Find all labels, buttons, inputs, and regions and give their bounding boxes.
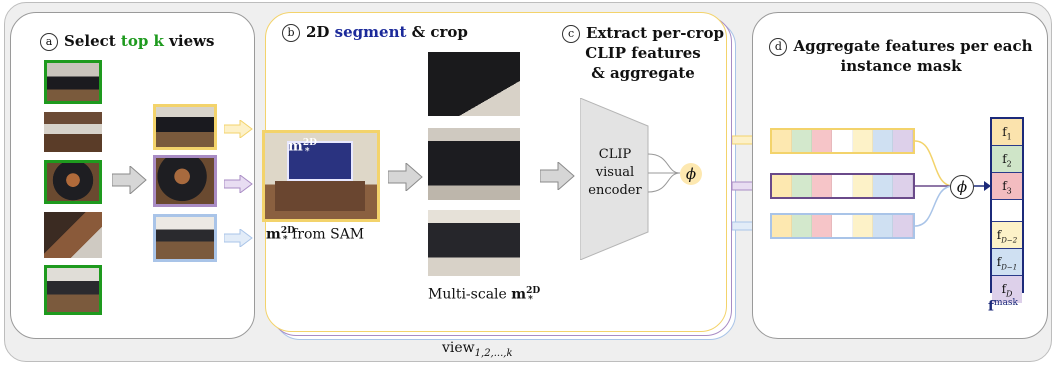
fmask-cell: f2	[992, 146, 1022, 173]
encoder-connector	[648, 153, 681, 193]
selected-view-yellow	[153, 104, 217, 150]
view-thumbnail	[44, 265, 102, 315]
view-label: view1,2,...,k	[442, 340, 513, 359]
panel-b-letter: b	[282, 24, 300, 42]
blue-arrow	[224, 229, 253, 247]
panel-a-letter: a	[40, 33, 58, 51]
crop-scale-3	[428, 210, 520, 276]
feature-vector-purple	[770, 173, 915, 199]
view-thumbnail	[44, 212, 102, 258]
gray-arrow	[388, 163, 423, 191]
multiscale-label: Multi-scale m2D*	[428, 286, 541, 306]
gray-arrow	[112, 166, 147, 194]
feature-vector-blue	[770, 213, 915, 239]
segment-highlight: segment	[334, 23, 407, 41]
crop-scale-2	[428, 128, 520, 200]
fmask-vector: f1 f2 f3 fD−2 fD−1 fD	[990, 117, 1024, 303]
from-sam-label: m2D* from SAM	[266, 226, 365, 246]
selected-view-purple	[153, 155, 217, 207]
fmask-label: fmask	[988, 298, 1019, 315]
fmask-cell: f3	[992, 173, 1022, 200]
gray-arrow	[540, 162, 575, 190]
feature-vector-yellow	[770, 128, 915, 154]
top-k-highlight: top k	[120, 32, 164, 50]
aggregate-connectors	[915, 140, 954, 227]
yellow-arrow	[224, 120, 253, 138]
fmask-cell: f1	[992, 119, 1022, 146]
crop-scale-1	[428, 52, 520, 116]
clip-encoder-shape	[580, 98, 649, 260]
purple-arrow	[224, 175, 253, 193]
panel-d-letter: d	[769, 38, 788, 56]
phi-to-fmask-arrow	[974, 181, 991, 191]
clip-encoder-label: CLIP visual encoder	[588, 147, 642, 198]
selected-view-blue	[153, 214, 217, 262]
view-thumbnail	[44, 112, 102, 152]
fmask-cell: fD−1	[992, 249, 1022, 276]
mask-overlay-label: m2D*	[288, 138, 317, 158]
view-thumbnail	[44, 60, 102, 104]
fmask-cell: fD	[992, 276, 1022, 303]
panel-c-letter: c	[562, 25, 581, 43]
phi-pool-c: ϕ	[680, 163, 702, 185]
fmask-cell: fD−2	[992, 222, 1022, 249]
phi-pool-d: ϕ	[950, 175, 974, 199]
view-thumbnail	[44, 160, 102, 204]
fmask-cell	[992, 200, 1022, 222]
sam-mask-image	[262, 130, 380, 222]
